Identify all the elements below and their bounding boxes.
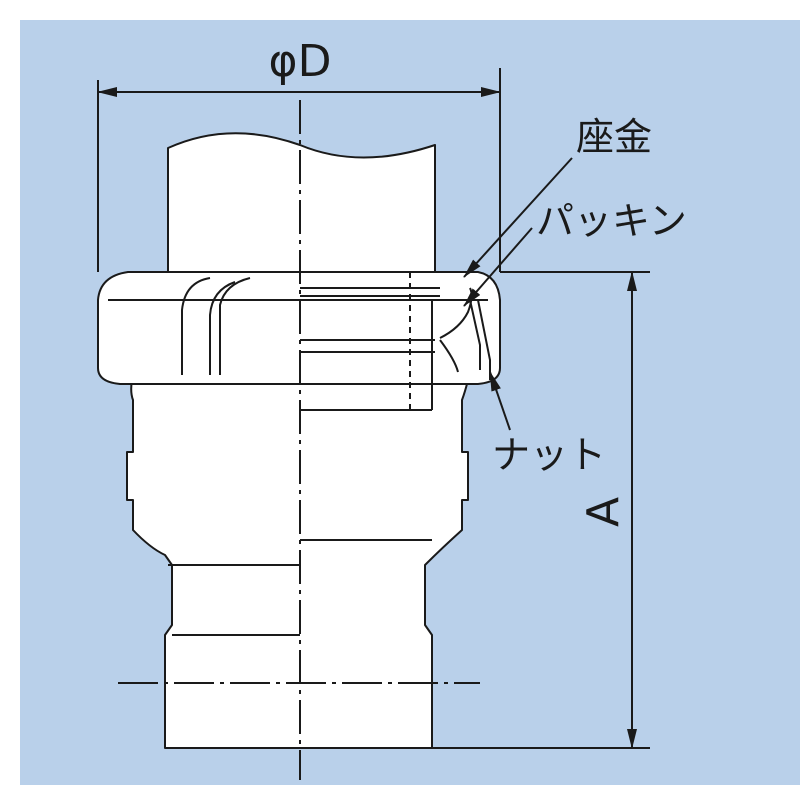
- pipe-stub: [167, 132, 436, 273]
- leader-lines: [463, 157, 573, 431]
- nut-leader: [489, 371, 511, 431]
- dimension-lines: [97, 68, 650, 749]
- washer-label: 座金: [576, 115, 652, 159]
- nut-label: ナット: [492, 433, 606, 477]
- washer-leader: [463, 157, 573, 278]
- fitting-details: [108, 277, 491, 636]
- packing-leader: [463, 227, 533, 307]
- packing-label: パッキン: [536, 199, 687, 243]
- diameter-label: φD: [269, 36, 332, 87]
- height-label: A: [578, 497, 629, 527]
- hidden-lines: [118, 100, 480, 780]
